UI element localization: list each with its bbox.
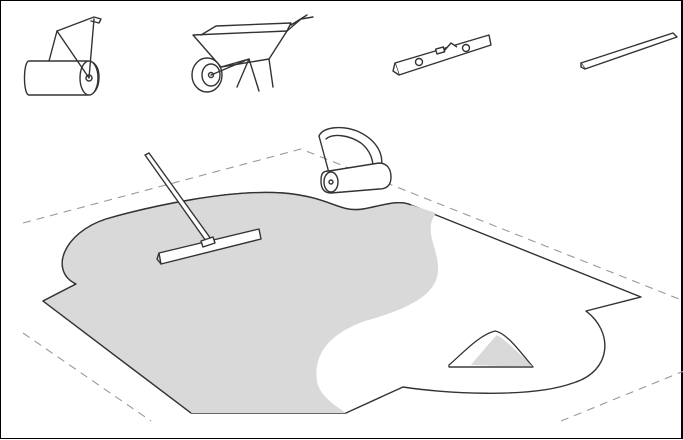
straight-edge-board-icon (581, 33, 677, 69)
lawn-roller-icon (25, 17, 102, 95)
spirit-level-icon (393, 35, 491, 75)
lawn-roller-scene (319, 128, 391, 193)
wheelbarrow-icon (192, 15, 313, 92)
